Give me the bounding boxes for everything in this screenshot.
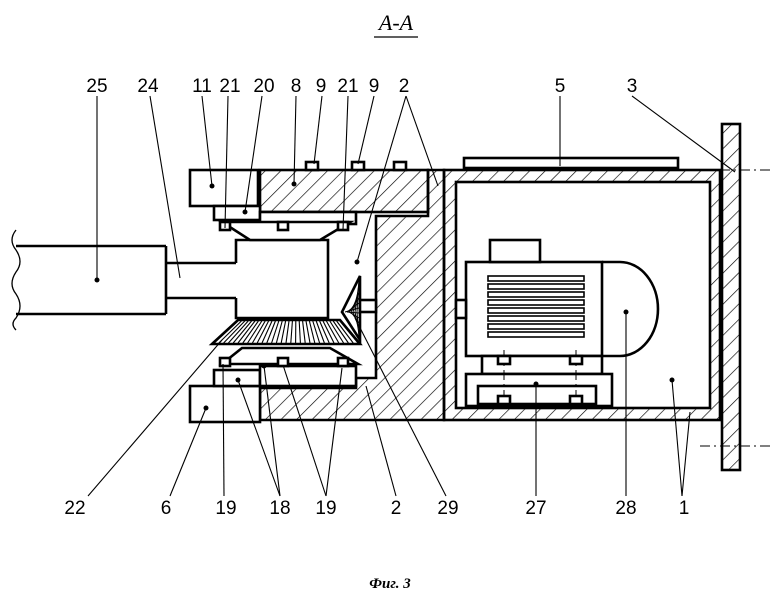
bottom-roller-a xyxy=(220,358,230,366)
fastener-9c xyxy=(394,162,406,170)
label-9-left: 9 xyxy=(316,76,327,97)
label-5: 5 xyxy=(555,76,566,97)
label-6: 6 xyxy=(161,498,172,519)
label-19-right: 19 xyxy=(315,498,336,519)
label-27: 27 xyxy=(525,498,546,519)
label-18: 18 xyxy=(269,498,290,519)
label-1: 1 xyxy=(679,498,690,519)
mount-base-27 xyxy=(466,350,612,410)
label-22: 22 xyxy=(64,498,85,519)
figure-caption: Фиг. 3 xyxy=(369,576,411,592)
cover-5 xyxy=(464,158,678,168)
bottom-roller-b xyxy=(278,358,288,366)
inner-hub xyxy=(236,240,328,318)
block-6 xyxy=(190,386,260,422)
label-29: 29 xyxy=(437,498,458,519)
fastener-9a xyxy=(306,162,318,170)
bevel-gear-22 xyxy=(212,320,360,344)
section-title: A-A xyxy=(377,10,414,35)
label-2-top: 2 xyxy=(399,76,410,97)
label-2-bottom: 2 xyxy=(391,498,402,519)
label-19-left: 19 xyxy=(215,498,236,519)
label-25: 25 xyxy=(86,76,107,97)
label-20: 20 xyxy=(253,76,274,97)
label-28: 28 xyxy=(615,498,636,519)
flange-3 xyxy=(722,124,740,470)
label-21-top-right: 21 xyxy=(337,76,358,97)
label-24: 24 xyxy=(137,76,159,97)
label-9-right: 9 xyxy=(369,76,380,97)
top-roller-b xyxy=(278,222,288,230)
coupling-rod-24 xyxy=(166,263,236,298)
label-11: 11 xyxy=(192,76,212,97)
bottom-roller-c xyxy=(338,358,348,366)
plate-20 xyxy=(214,206,260,220)
label-3: 3 xyxy=(627,76,638,97)
label-8: 8 xyxy=(291,76,302,97)
block-11 xyxy=(190,170,258,206)
label-21-top-left: 21 xyxy=(219,76,240,97)
drive-shaft-25 xyxy=(12,230,166,330)
